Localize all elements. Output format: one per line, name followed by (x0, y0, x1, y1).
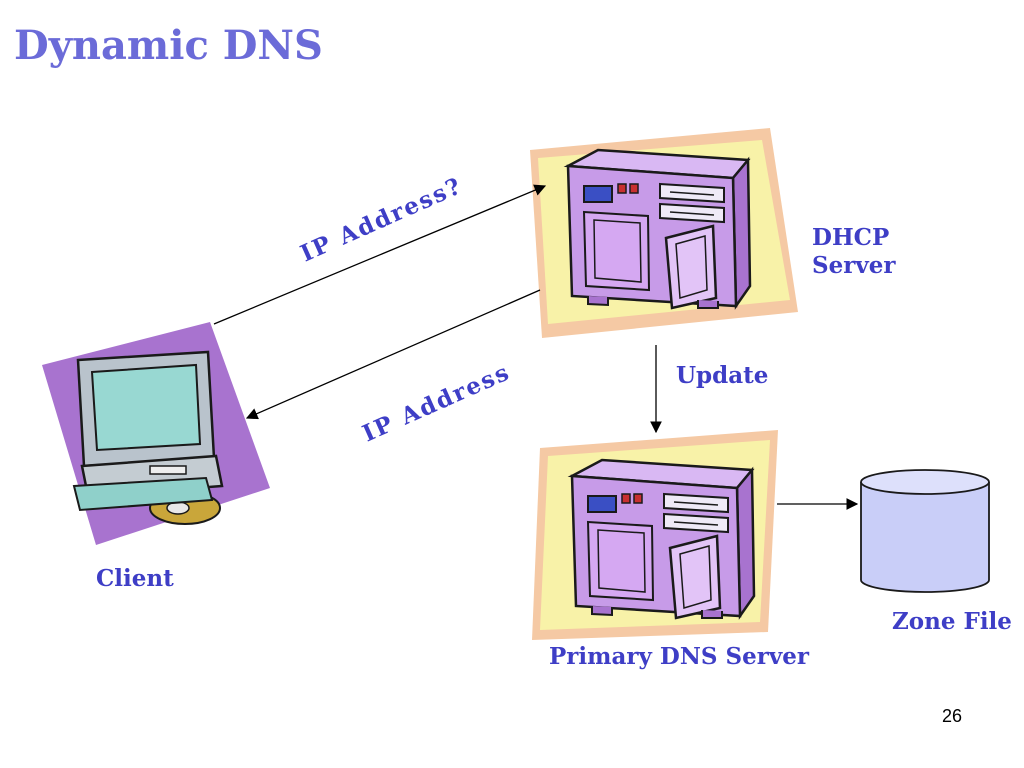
primary-dns-server-label: Primary DNS Server (549, 643, 809, 670)
request-arrow (213, 184, 547, 325)
update-arrow-label: Update (676, 362, 769, 389)
computer-icon (42, 322, 270, 545)
response-arrow-label: IP Address (358, 358, 514, 447)
slide-title: Dynamic DNS (14, 22, 323, 69)
database-cylinder-icon (860, 469, 990, 593)
page-number: 26 (941, 706, 962, 726)
dhcp-server-label-line2: Server (812, 251, 896, 279)
dhcp-server-label-line1: DHCP (812, 224, 890, 251)
dhcp-server-label: DHCP Server (812, 224, 895, 279)
client-label: Client (96, 565, 174, 592)
zone-file-label: Zone File (892, 608, 1012, 635)
request-arrow-label: IP Address? (296, 172, 466, 268)
dhcp-server-icon (566, 148, 752, 310)
primary-dns-server-icon (570, 458, 756, 620)
response-arrow (245, 289, 541, 420)
